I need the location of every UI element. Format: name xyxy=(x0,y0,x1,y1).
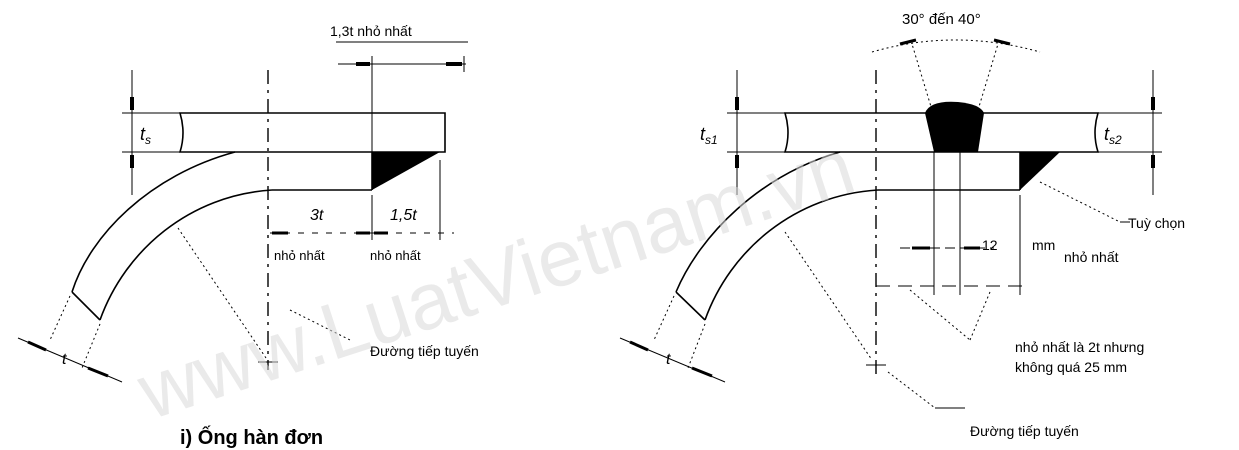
left-tangent-text: Đường tiếp tuyến xyxy=(370,343,479,359)
right-optional-text: Tuỳ chọn xyxy=(1128,215,1185,231)
left-3t-label: 3t xyxy=(310,207,324,224)
right-fillet-weld xyxy=(1020,152,1060,190)
left-fillet-weld xyxy=(372,152,440,190)
right-t-label: t xyxy=(666,351,671,368)
right-optional-leader xyxy=(1039,181,1121,223)
right-gap-unit: mm xyxy=(1032,237,1055,253)
left-15t-label: 1,5t xyxy=(390,207,417,224)
left-ts-label: ts xyxy=(140,124,151,147)
left-min-a: nhỏ nhất xyxy=(274,248,325,263)
left-tangent-leader xyxy=(289,309,351,341)
left-diagram: ts 1,3t nhỏ nhất 3t 1,5t nhỏ nhất nhỏ nh… xyxy=(17,23,479,449)
left-pipe-inner xyxy=(99,189,273,321)
left-radius-line xyxy=(177,227,267,359)
right-gap-min: nhỏ nhất xyxy=(1064,249,1119,265)
left-plate xyxy=(178,112,446,153)
right-diagram: 30° đến 40° ts1 ts2 Tuỳ chọn xyxy=(619,11,1185,439)
left-pipe-end xyxy=(71,291,101,321)
right-angle-arc xyxy=(871,39,1041,53)
left-min-b: nhỏ nhất xyxy=(370,248,421,263)
left-top-dim-text: 1,3t nhỏ nhất xyxy=(330,23,412,39)
left-t-label: t xyxy=(62,351,67,368)
right-ts1-label: ts1 xyxy=(700,124,718,147)
right-rule-line2: không quá 25 mm xyxy=(1015,359,1127,375)
left-caption: i) Ống hàn đơn xyxy=(180,425,323,449)
right-tangent-text: Đường tiếp tuyến xyxy=(970,423,1079,439)
right-plug-weld xyxy=(925,101,984,152)
right-pipe-outer xyxy=(675,151,841,293)
right-ts2-label: ts2 xyxy=(1104,124,1122,147)
watermark: www.LuatVietnam.vn xyxy=(127,121,865,436)
right-angle-label: 30° đến 40° xyxy=(902,11,981,28)
right-pipe-inner xyxy=(704,189,879,321)
right-gap-value: 12 xyxy=(982,237,998,253)
left-pipe-outer xyxy=(71,151,236,293)
right-rule-line1: nhỏ nhất là 2t nhưng xyxy=(1015,339,1144,355)
